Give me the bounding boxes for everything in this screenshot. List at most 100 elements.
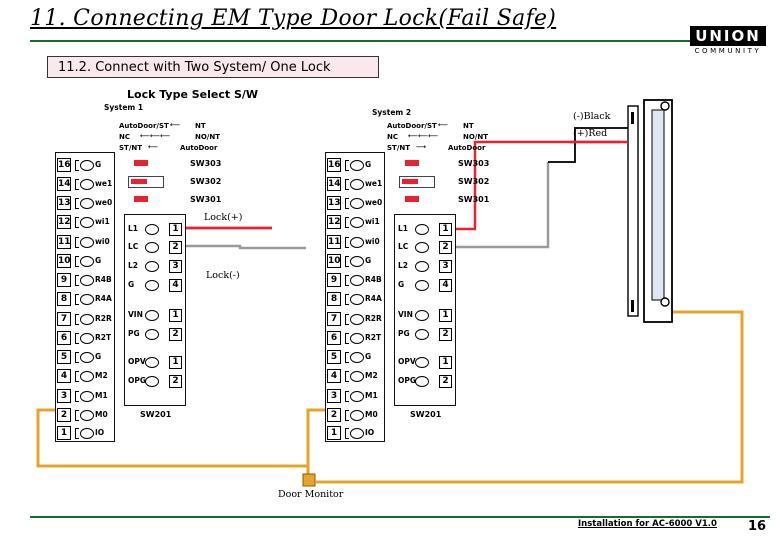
logo-wordmark: UNION	[690, 26, 766, 46]
relay-terminal-label: LC	[128, 242, 139, 251]
relay-terminal-number: 2	[439, 328, 452, 341]
terminal-socket[interactable]	[345, 198, 364, 209]
terminal-socket[interactable]	[345, 410, 364, 421]
relay-socket[interactable]	[415, 261, 431, 272]
relay-terminal-label: L2	[398, 261, 408, 270]
terminal-socket[interactable]	[75, 294, 94, 305]
wire-monitor-s1	[36, 408, 310, 480]
terminal-socket[interactable]	[75, 428, 94, 439]
terminal-socket[interactable]	[75, 237, 94, 248]
footer-caption: Installation for AC-6000 V1.0	[578, 519, 717, 529]
terminal-socket[interactable]	[75, 410, 94, 421]
terminal-socket[interactable]	[345, 256, 364, 267]
relay-socket[interactable]	[145, 261, 161, 272]
wire-monitor-lock	[316, 310, 744, 484]
terminal-socket[interactable]	[345, 275, 364, 286]
relay-terminal-number: 2	[169, 241, 182, 254]
terminal-socket[interactable]	[345, 391, 364, 402]
relay-socket[interactable]	[415, 357, 431, 368]
terminal-socket[interactable]	[75, 217, 94, 228]
terminal-socket[interactable]	[75, 333, 94, 344]
relay-socket[interactable]	[145, 310, 161, 321]
terminal-label: R4A	[365, 294, 382, 303]
terminal-label: R4B	[95, 275, 112, 284]
relay-terminal-number: 1	[439, 356, 452, 369]
page-title: 11. Connecting EM Type Door Lock(Fail Sa…	[30, 6, 557, 31]
terminal-label: G	[95, 352, 102, 361]
terminal-number: 11	[327, 235, 341, 249]
terminal-socket[interactable]	[345, 237, 364, 248]
relay-terminal-number: 1	[439, 223, 452, 236]
relay-socket[interactable]	[145, 280, 161, 291]
terminal-number: 2	[327, 408, 341, 422]
terminal-label: M2	[95, 371, 108, 380]
terminal-socket[interactable]	[75, 352, 94, 363]
footer-divider	[30, 516, 770, 518]
wire-lock-minus-s2	[452, 162, 550, 249]
terminal-label: M2	[365, 371, 378, 380]
terminal-label: wi0	[95, 237, 110, 246]
relay-terminal-number: 3	[439, 260, 452, 273]
relay-terminal-number: 1	[439, 309, 452, 322]
door-monitor-label: Door Monitor	[278, 489, 344, 500]
terminal-number: 1	[57, 426, 71, 440]
relay-socket[interactable]	[415, 224, 431, 235]
section-subtitle: 11.2. Connect with Two System/ One Lock	[47, 56, 379, 78]
terminal-socket[interactable]	[345, 314, 364, 325]
relay-socket[interactable]	[145, 242, 161, 253]
terminal-socket[interactable]	[75, 391, 94, 402]
wire-monitor-s2	[306, 408, 328, 466]
terminal-socket[interactable]	[345, 160, 364, 171]
relay-socket[interactable]	[415, 242, 431, 253]
legend-s2-no-nt: NO/NT	[463, 133, 488, 141]
legend-s2-nc: NC	[387, 133, 398, 141]
relay-socket[interactable]	[415, 329, 431, 340]
legend-s2-autodoor-st: AutoDoor/ST	[387, 122, 437, 130]
arrow-left-icon: ⟵⟵⟵	[140, 132, 171, 140]
lock-minus-label: Lock(-)	[206, 270, 240, 281]
terminal-socket[interactable]	[345, 333, 364, 344]
terminal-label: G	[95, 256, 102, 265]
terminal-label: R2T	[95, 333, 112, 342]
relay-socket[interactable]	[415, 376, 431, 387]
terminal-socket[interactable]	[345, 179, 364, 190]
terminal-socket[interactable]	[345, 294, 364, 305]
terminal-number: 13	[327, 196, 341, 210]
terminal-socket[interactable]	[75, 371, 94, 382]
wire-black-lead	[548, 127, 628, 163]
terminal-label: IO	[365, 428, 375, 437]
relay-socket[interactable]	[145, 357, 161, 368]
terminal-socket[interactable]	[75, 179, 94, 190]
terminal-number: 10	[327, 254, 341, 268]
terminal-label: R4B	[365, 275, 382, 284]
legend-s1-autodoor-st: AutoDoor/ST	[119, 122, 169, 130]
terminal-socket[interactable]	[345, 428, 364, 439]
terminal-socket[interactable]	[75, 256, 94, 267]
relay-socket[interactable]	[145, 329, 161, 340]
lock-screw-bottom	[660, 297, 670, 307]
relay-socket[interactable]	[145, 376, 161, 387]
terminal-socket[interactable]	[75, 160, 94, 171]
relay-socket[interactable]	[415, 310, 431, 321]
terminal-label: M0	[365, 410, 378, 419]
relay-terminal-label: VIN	[398, 310, 413, 319]
relay-socket[interactable]	[145, 224, 161, 235]
switch-label-sw303: SW303	[190, 159, 222, 168]
terminal-number: 12	[327, 215, 341, 229]
terminal-socket[interactable]	[75, 314, 94, 325]
relay-terminal-number: 1	[169, 223, 182, 236]
switch-label-sw301: SW301	[190, 195, 222, 204]
terminal-socket[interactable]	[75, 198, 94, 209]
terminal-number: 9	[327, 273, 341, 287]
terminal-socket[interactable]	[345, 352, 364, 363]
relay-terminal-label: VIN	[128, 310, 143, 319]
relay-socket[interactable]	[415, 280, 431, 291]
terminal-label: M1	[365, 391, 378, 400]
terminal-socket[interactable]	[345, 371, 364, 382]
legend-s1-no-nt: NO/NT	[195, 133, 220, 141]
switch-sw303-red	[405, 160, 419, 166]
terminal-socket[interactable]	[75, 275, 94, 286]
relay-terminal-number: 1	[169, 309, 182, 322]
terminal-socket[interactable]	[345, 217, 364, 228]
